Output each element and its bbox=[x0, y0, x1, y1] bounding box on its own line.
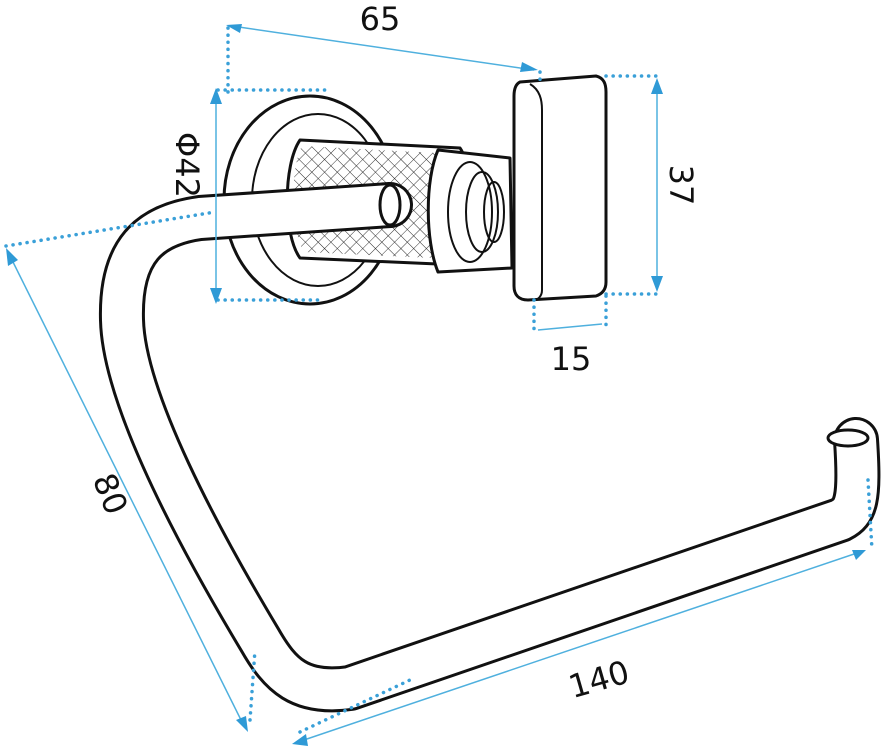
dimension-diameter-label: Φ42 bbox=[168, 132, 206, 198]
back-plate bbox=[512, 74, 608, 302]
product-outline bbox=[98, 74, 881, 713]
holder-rod bbox=[98, 182, 881, 713]
dimension-side-label: 80 bbox=[85, 468, 135, 520]
collar bbox=[426, 148, 514, 274]
dimension-lines bbox=[4, 24, 874, 746]
dimension-width-label: 65 bbox=[360, 0, 401, 38]
dimension-depth-label: 15 bbox=[551, 340, 592, 378]
dimension-height-label: 37 bbox=[662, 165, 700, 206]
dimension-length-label: 140 bbox=[564, 653, 633, 706]
